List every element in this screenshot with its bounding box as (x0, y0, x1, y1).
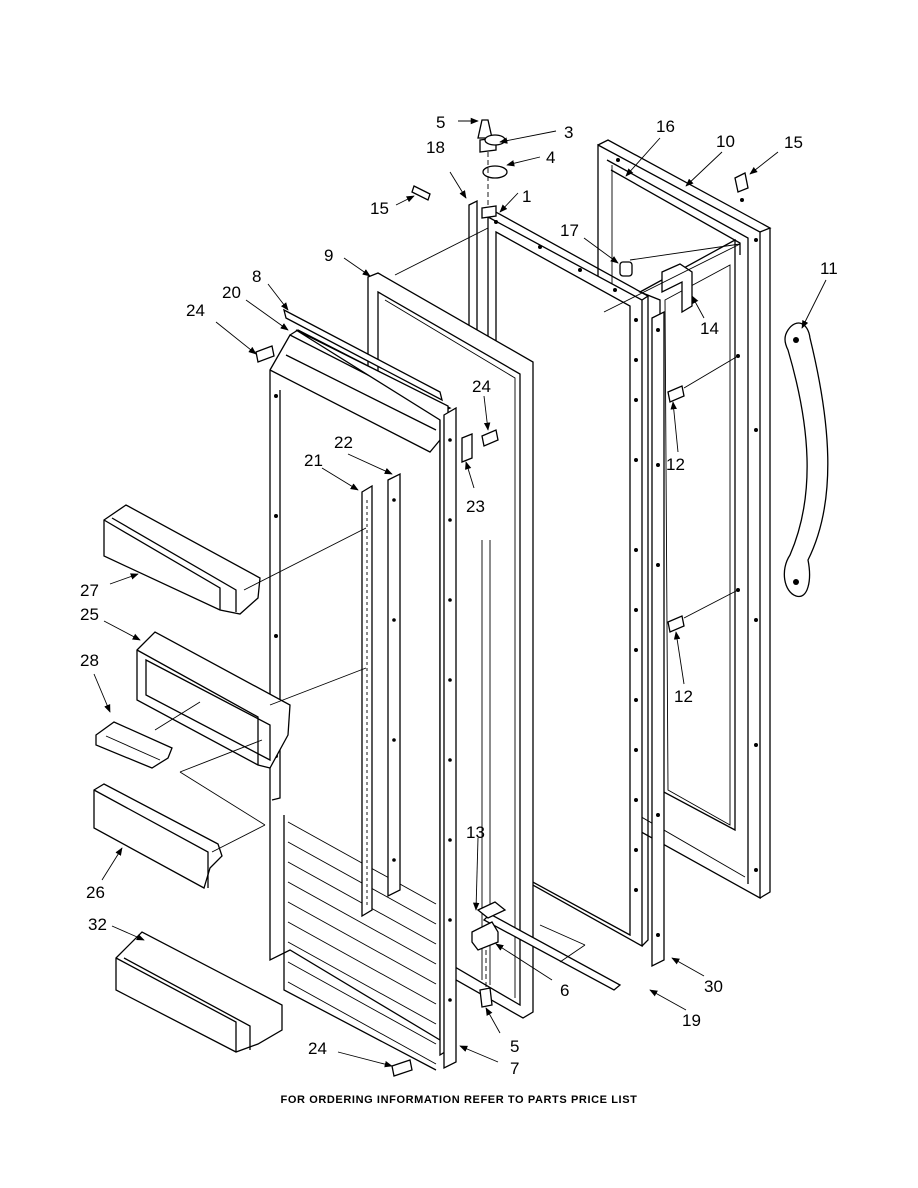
callout-12-bottom: 12 (674, 687, 693, 706)
callout-15-left: 15 (370, 199, 389, 218)
top-hinge-assembly (477, 119, 508, 219)
door-bin-25 (136, 631, 291, 769)
callout-24-top: 24 (186, 301, 205, 320)
screws-24 (255, 345, 499, 1077)
callout-20: 20 (222, 283, 241, 302)
callout-10: 10 (716, 132, 735, 151)
callout-18: 18 (426, 138, 445, 157)
leader-lines (93, 117, 827, 1068)
assembly-lines (154, 227, 741, 963)
callout-4: 4 (546, 148, 555, 167)
callout-9: 9 (324, 246, 333, 265)
side-trim-strip (651, 310, 665, 968)
callout-12-top: 12 (666, 455, 685, 474)
bracket-23 (461, 433, 473, 463)
callout-24-mid: 24 (472, 377, 491, 396)
callout-5-top: 5 (436, 113, 445, 132)
shelf-rail-21 (361, 484, 373, 918)
callout-22: 22 (334, 433, 353, 452)
callout-1: 1 (522, 187, 531, 206)
handle-bracket (661, 263, 693, 314)
ordering-info-footer: FOR ORDERING INFORMATION REFER TO PARTS … (280, 1094, 638, 1106)
door-liner (269, 308, 452, 1071)
callout-8: 8 (252, 267, 261, 286)
callout-28: 28 (80, 651, 99, 670)
door-bin-27 (103, 504, 261, 615)
callout-23: 23 (466, 497, 485, 516)
callout-24-bottom: 24 (308, 1039, 327, 1058)
callout-26: 26 (86, 883, 105, 902)
callout-5-bottom: 5 (510, 1037, 519, 1056)
hinge-side-rail (443, 406, 457, 1070)
callout-27: 27 (80, 581, 99, 600)
callout-3: 3 (564, 123, 573, 142)
callout-30: 30 (704, 977, 723, 996)
callout-7: 7 (510, 1059, 519, 1078)
bottom-hinge-assembly (471, 901, 507, 1008)
handle-screws-12 (667, 354, 740, 633)
top-strip-18 (468, 199, 478, 341)
callout-15-right: 15 (784, 133, 803, 152)
door-bin-32 (115, 931, 283, 1053)
callout-6: 6 (560, 981, 569, 1000)
callout-16: 16 (656, 117, 675, 136)
door-bin-26 (93, 783, 223, 889)
callout-17: 17 (560, 221, 579, 240)
callout-13: 13 (466, 823, 485, 842)
screws-15 (411, 172, 749, 201)
callout-21: 21 (304, 451, 323, 470)
callout-25: 25 (80, 605, 99, 624)
butter-tray-28 (95, 721, 173, 769)
callout-14: 14 (700, 319, 719, 338)
callout-labels: 5 3 4 18 16 10 15 1 15 17 9 8 11 20 24 1… (80, 113, 838, 1078)
door-handle (783, 322, 829, 598)
stop-bumper (619, 261, 633, 277)
callout-19: 19 (682, 1011, 701, 1030)
shelf-rail-22 (387, 472, 401, 898)
callout-11: 11 (820, 259, 838, 278)
callout-32: 32 (88, 915, 107, 934)
